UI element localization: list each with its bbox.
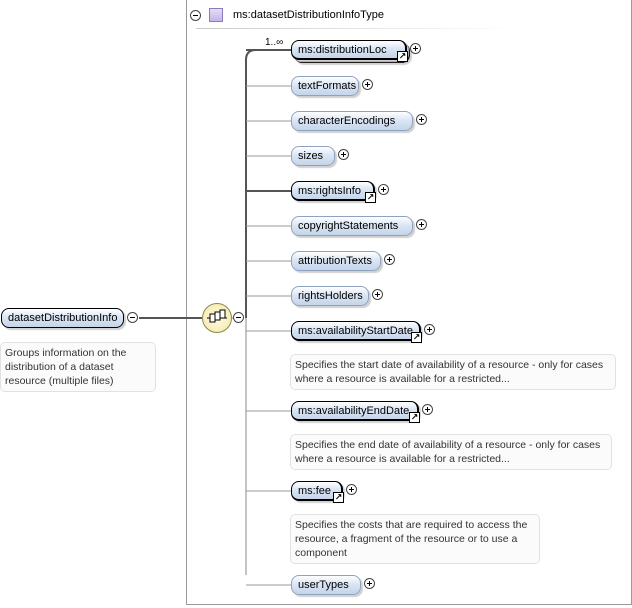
expand-icon[interactable] [424,324,435,335]
type-frame [186,0,632,605]
child-element-label: ms:rightsInfo [298,185,361,197]
child-doc-line: Specifies the start date of availability… [295,359,604,371]
sequence-glyph [207,309,227,323]
child-element-node[interactable]: ms:availabilityEndDate [291,401,419,421]
root-doc-line: resource (multiple files) [5,375,114,387]
child-element-label: userTypes [298,579,349,591]
child-element-label: ms:fee [298,485,332,497]
reference-arrow-icon: ↗ [411,332,422,343]
expand-icon[interactable] [384,254,395,265]
child-element-node[interactable]: sizes [291,146,335,166]
reference-arrow-icon: ↗ [409,412,420,423]
collapse-root-icon[interactable] [127,312,138,323]
child-element-label: ms:availabilityEndDate [298,405,410,417]
child-element-label: sizes [298,150,324,162]
child-element-label: attributionTexts [298,255,372,267]
sequence-compositor-icon[interactable] [202,303,232,333]
expand-icon[interactable] [346,484,357,495]
root-doc-line: distribution of a dataset [5,361,114,373]
complex-type-icon [209,8,223,22]
expand-icon[interactable] [372,289,383,300]
child-element-node[interactable]: ms:rightsInfo [291,181,375,201]
collapse-sequence-icon[interactable] [233,312,244,323]
expand-icon[interactable] [416,114,427,125]
child-element-node[interactable]: attributionTexts [291,251,381,271]
multiplicity-label: 1..∞ [265,37,284,48]
child-doc-line: Specifies the end date of availability o… [295,439,601,451]
child-element-node[interactable]: rightsHolders [291,286,369,306]
child-element-node[interactable]: ms:availabilityStartDate [291,321,421,341]
child-doc-line: resource, a fragment of the resource or … [295,533,518,545]
child-element-node[interactable]: ms:fee [291,481,343,501]
child-documentation: Specifies the end date of availability o… [290,434,612,470]
expand-icon[interactable] [410,43,421,54]
root-element-node[interactable]: datasetDistributionInfo [1,308,125,328]
child-element-label: copyrightStatements [298,220,399,232]
expand-icon[interactable] [364,578,375,589]
expand-icon[interactable] [416,219,427,230]
child-documentation: Specifies the start date of availability… [290,354,616,390]
child-element-label: rightsHolders [298,290,363,302]
child-doc-line: component [295,547,347,559]
type-label: ms:datasetDistributionInfoType [233,9,385,21]
child-doc-line: Specifies the costs that are required to… [295,519,528,531]
root-documentation: Groups information on the distribution o… [0,342,156,392]
reference-arrow-icon: ↗ [397,51,408,62]
child-element-label: ms:distributionLoc [298,44,387,56]
expand-icon[interactable] [338,149,349,160]
type-header: ms:datasetDistributionInfoType [190,6,384,24]
collapse-type-icon[interactable] [190,9,201,21]
reference-arrow-icon: ↗ [365,192,376,203]
child-element-label: textFormats [298,80,357,92]
child-element-node[interactable]: ms:distributionLoc [291,40,407,60]
root-element-label: datasetDistributionInfo [8,312,118,324]
child-element-label: ms:availabilityStartDate [298,325,413,337]
child-doc-line: where a resource is available for a rest… [295,373,510,385]
expand-icon[interactable] [378,184,389,195]
child-doc-line: where a resource is available for a rest… [295,453,510,465]
child-documentation: Specifies the costs that are required to… [290,514,540,564]
expand-icon[interactable] [362,79,373,90]
child-element-node[interactable]: copyrightStatements [291,216,413,236]
child-element-node[interactable]: userTypes [291,575,361,595]
child-element-node[interactable]: characterEncodings [291,111,413,131]
child-element-node[interactable]: textFormats [291,76,359,96]
child-element-label: characterEncodings [298,115,396,127]
root-doc-line: Groups information on the [5,347,127,359]
expand-icon[interactable] [422,404,433,415]
header-divider [196,28,516,29]
connector-corner [245,49,291,61]
reference-arrow-icon: ↗ [333,492,344,503]
